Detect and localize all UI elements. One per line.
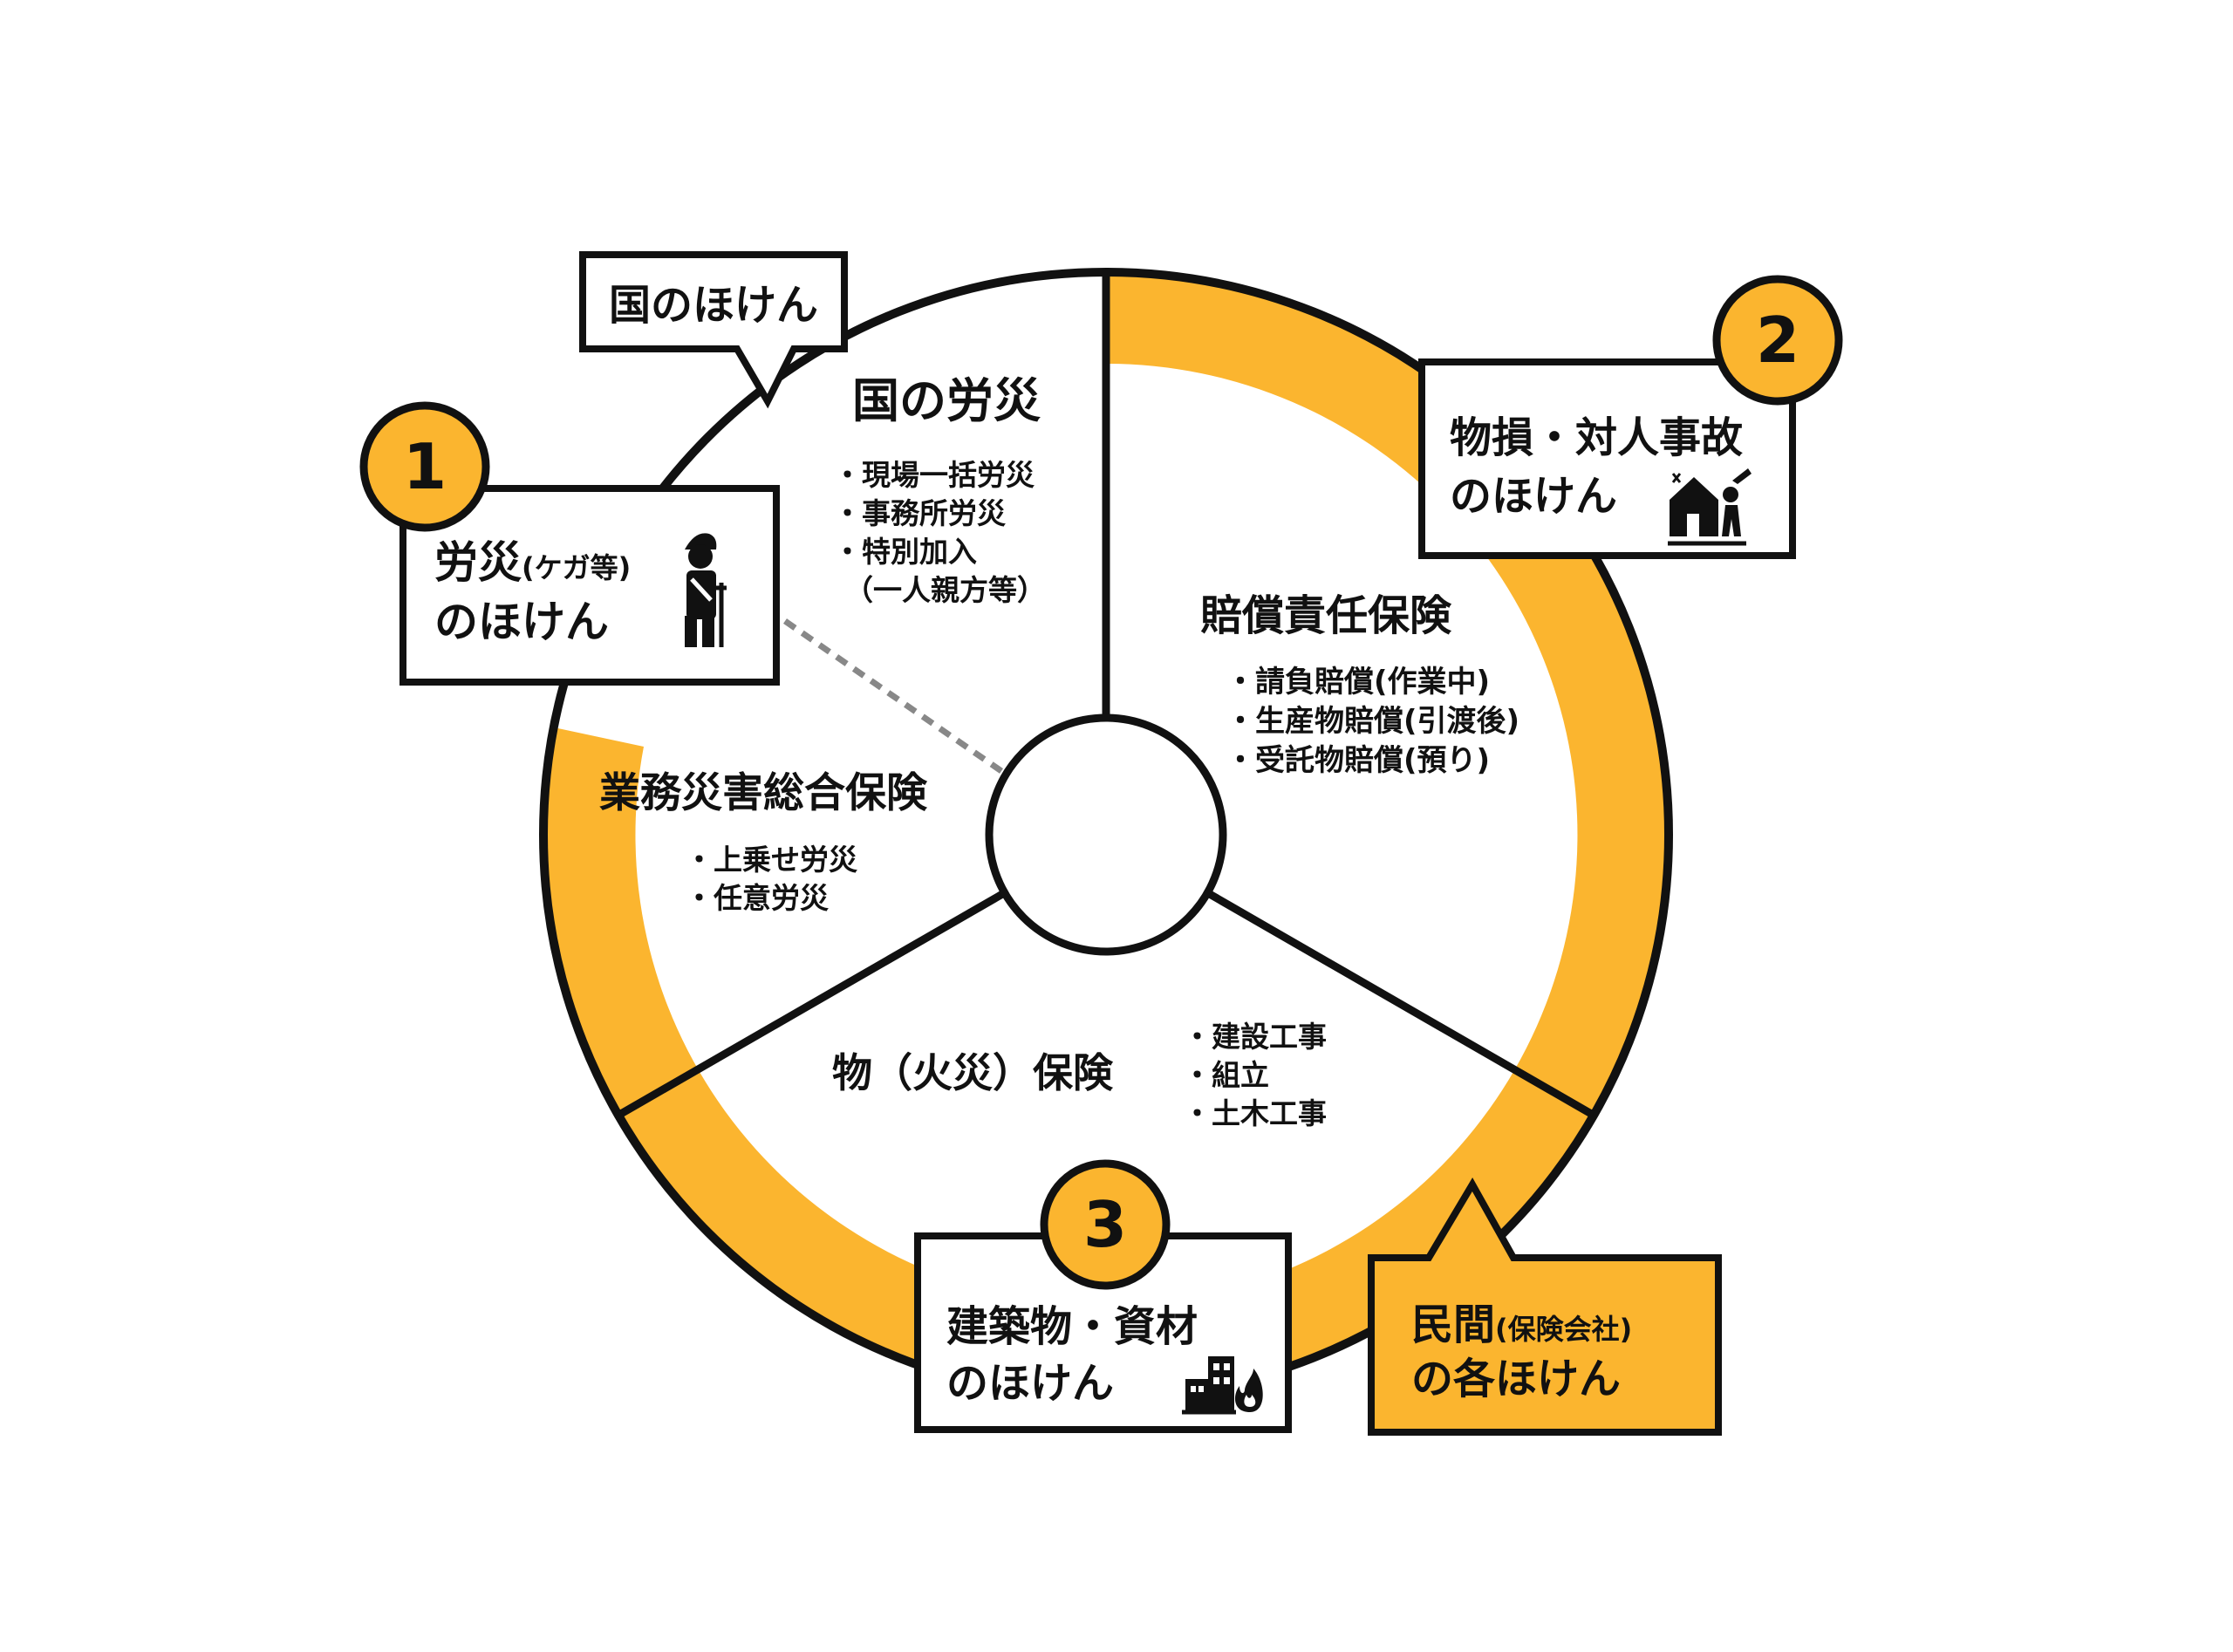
segment-kuni-title: 国の労災	[852, 373, 1041, 428]
callout-kuni-hoken: 国のほけん	[579, 251, 848, 409]
callout-minkan-main: 民間	[1411, 1300, 1495, 1349]
category-box-3: 建築物・資材 のほけん 3	[914, 1159, 1292, 1433]
callout-minkan-bubble	[1368, 1177, 1722, 1436]
segment-kuni-item: ・現場一括労災	[833, 458, 1035, 492]
category-box-2-line2: のほけん	[1450, 472, 1617, 521]
category-badge-1-number: 1	[403, 430, 447, 503]
callout-minkan-line2: の各ほけん	[1411, 1355, 1621, 1403]
segment-baisho-title: 賠償責任保険	[1200, 591, 1452, 640]
category-box-1-main: 労災	[434, 537, 522, 588]
callout-minkan-line1: 民間(保険会社)	[1411, 1300, 1632, 1349]
category-badge-2-number: 2	[1756, 304, 1799, 377]
segment-mono-item: ・組立	[1183, 1058, 1269, 1092]
segment-gyomu-saigai: 業務災害総合保険 ・上乗せ労災 ・任意労災	[599, 769, 928, 915]
injured-worker-icon	[685, 533, 727, 647]
segment-baisho-sekinin: 賠償責任保険 ・請負賠償(作業中) ・生産物賠償(引渡後) ・受託物賠償(預り)	[1200, 591, 1519, 778]
segment-mono-item: ・建設工事	[1183, 1020, 1327, 1054]
building-fire-icon	[1182, 1356, 1263, 1415]
category-box-1-small: (ケガ等)	[522, 551, 631, 584]
spoke-lower-right	[1205, 890, 1595, 1118]
category-box-2-frame	[1418, 358, 1796, 559]
category-badge-3	[1040, 1159, 1171, 1290]
category-badge-3-number: 3	[1083, 1188, 1127, 1261]
category-box-3-line2: のほけん	[946, 1359, 1114, 1408]
insurance-wheel	[539, 268, 1673, 1402]
segment-kuni-item: （一人親方等）	[844, 573, 1046, 607]
wheel-hub	[985, 713, 1227, 956]
spoke-lower-left	[617, 890, 1007, 1118]
segment-mono-item: ・土木工事	[1183, 1096, 1327, 1130]
category-box-3-line1: 建築物・資材	[946, 1302, 1198, 1351]
category-box-2: 物損・対人事故 のほけん 2	[1418, 275, 1843, 559]
category-badge-2	[1712, 275, 1843, 406]
segment-mono-title: 物（火災）保険	[832, 1049, 1114, 1096]
segment-gyomu-item: ・上乗せ労災	[685, 843, 857, 877]
segment-kuni-item: ・特別加入	[833, 535, 977, 569]
category-badge-1	[359, 401, 490, 532]
callout-kuni-label: 国のほけん	[609, 281, 818, 330]
segment-baisho-item: ・生産物賠償(引渡後)	[1226, 704, 1519, 739]
segment-kuni-item: ・事務所労災	[833, 496, 1006, 530]
segment-gyomu-item: ・任意労災	[685, 881, 829, 915]
property-accident-icon	[1668, 468, 1752, 546]
category-box-1-line2: のほけん	[434, 597, 609, 647]
callout-minkan-small: (保険会社)	[1495, 1313, 1632, 1346]
category-box-1-line1: 労災(ケガ等)	[434, 537, 631, 588]
dashed-divider	[783, 618, 1003, 774]
callout-kuni-bubble	[579, 251, 848, 409]
segment-gyomu-title: 業務災害総合保険	[599, 769, 928, 817]
category-box-1: 労災(ケガ等) のほけん 1	[359, 401, 780, 686]
category-box-2-line1: 物損・対人事故	[1450, 413, 1743, 462]
segment-baisho-item: ・請負賠償(作業中)	[1226, 665, 1490, 700]
segment-baisho-item: ・受託物賠償(預り)	[1226, 743, 1490, 778]
segment-kuni-rousai: 国の労災 ・現場一括労災 ・事務所労災 ・特別加入 （一人親方等）	[833, 373, 1046, 607]
callout-minkan-hoken: 民間(保険会社) の各ほけん	[1368, 1177, 1722, 1436]
segment-mono-kasai: 物（火災）保険 ・建設工事 ・組立 ・土木工事	[832, 1020, 1327, 1130]
